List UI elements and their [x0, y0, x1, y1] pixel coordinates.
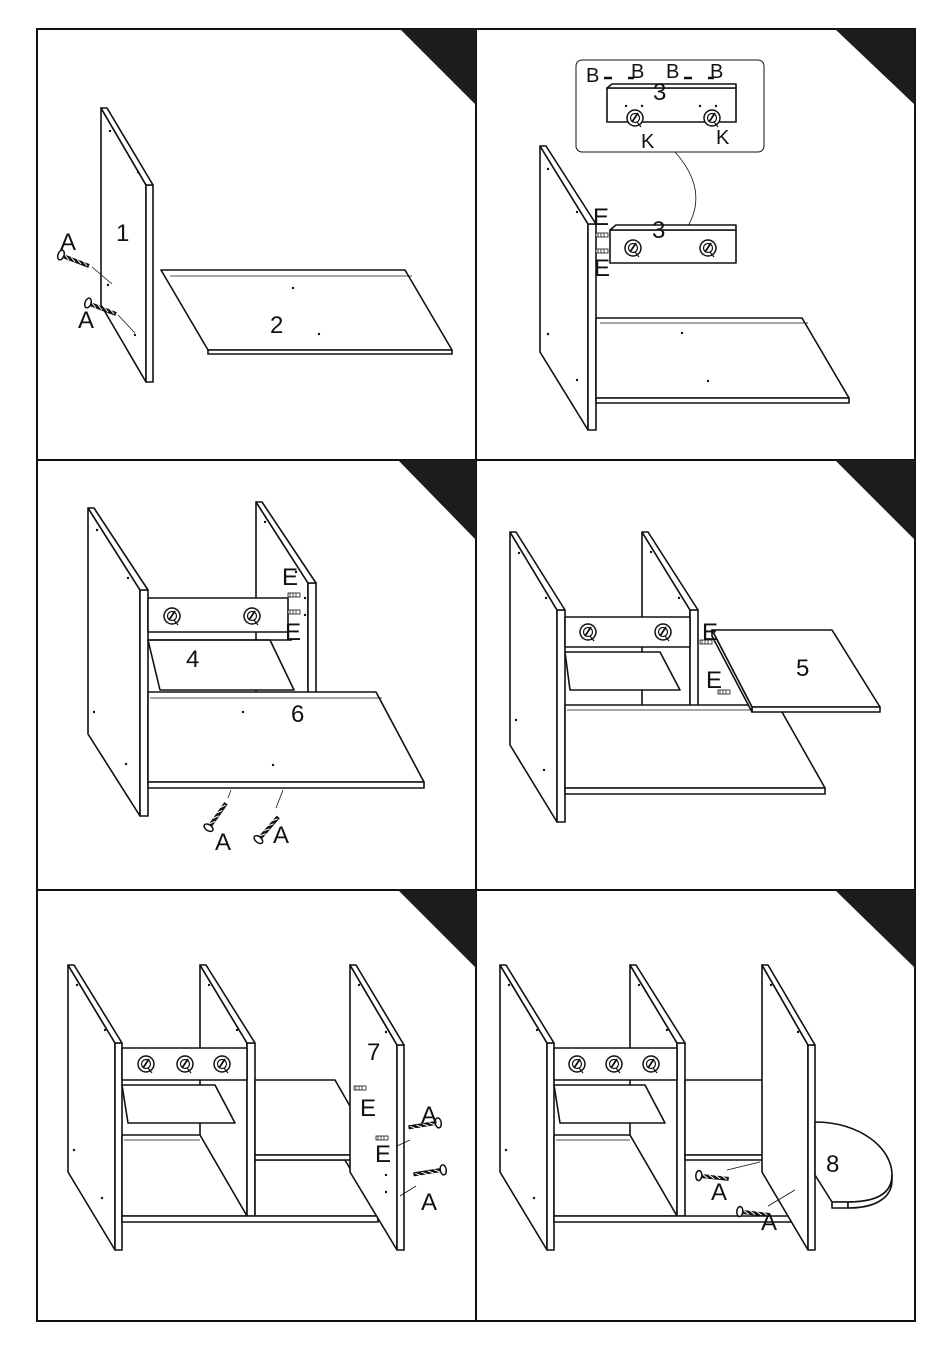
label-dowel-e: E	[593, 204, 609, 231]
label-dowel-e: E	[594, 255, 610, 282]
label-panel-7: 7	[367, 1039, 380, 1066]
step-6-panel: 8 A A	[500, 965, 892, 1250]
label-cam-k: K	[716, 127, 730, 149]
label-screw-a: A	[711, 1179, 727, 1206]
label-screw-a: A	[60, 229, 76, 256]
label-panel-2: 2	[270, 312, 283, 339]
label-panel-4: 4	[186, 646, 199, 673]
label-dowel-e: E	[375, 1141, 391, 1168]
label-dowel-e: E	[282, 564, 298, 591]
label-dowel-e: E	[706, 667, 722, 694]
step-4-panel: E E 5	[510, 532, 880, 822]
label-panel-8: 8	[826, 1151, 839, 1178]
step-2-panel: B B B B 3 K K E E 3	[540, 60, 849, 430]
label-panel-1: 1	[116, 220, 129, 247]
step-5-panel: 7 E E A A	[68, 965, 450, 1250]
step-3-panel: E E 4 6 A A	[88, 502, 424, 856]
label-screw-b: B	[666, 61, 679, 83]
detail-connector	[675, 152, 696, 226]
label-screw-b: B	[631, 61, 644, 83]
label-dowel-e: E	[285, 619, 301, 646]
step-1-panel: 1 2 A A	[56, 108, 452, 382]
label-screw-b: B	[710, 61, 723, 83]
label-cam-k: K	[641, 131, 655, 153]
label-screw-a: A	[421, 1189, 437, 1216]
label-panel-3: 3	[653, 79, 666, 106]
label-panel-6: 6	[291, 701, 304, 728]
label-screw-a: A	[215, 829, 231, 856]
label-screw-a: A	[78, 307, 94, 334]
label-screw-a: A	[761, 1209, 777, 1236]
label-panel-3: 3	[652, 217, 665, 244]
label-panel-5: 5	[796, 655, 809, 682]
label-screw-b: B	[586, 65, 599, 87]
label-screw-a: A	[273, 822, 289, 849]
label-dowel-e: E	[360, 1095, 376, 1122]
label-dowel-e: E	[702, 619, 718, 646]
label-screw-a: A	[421, 1102, 437, 1129]
